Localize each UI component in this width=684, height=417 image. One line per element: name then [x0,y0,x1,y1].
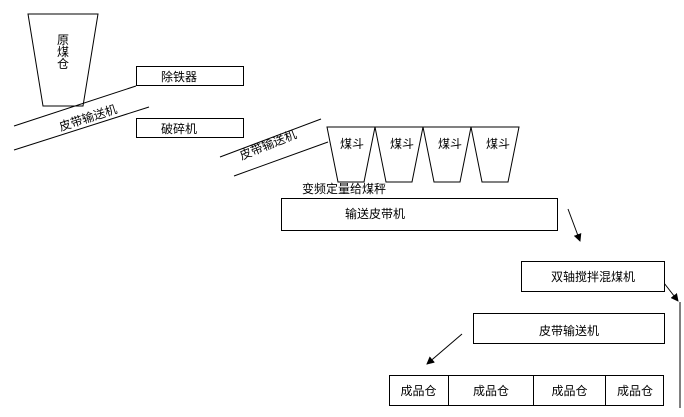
product-bin-cell-2: 成品仓 [448,375,533,406]
product-bin-label-1: 成品仓 [400,384,437,398]
transport-belt-box: 输送皮带机 [281,198,558,231]
crusher-box: 破碎机 [136,118,244,138]
belt-conveyor-3-label: 皮带输送机 [538,324,599,338]
belt-conveyor-3-box: 皮带输送机 [473,313,665,344]
raw-coal-bin-shape [27,13,99,107]
flow-arrow-2 [663,282,679,302]
mixer-label: 双轴搅拌混煤机 [550,270,635,284]
coal-hopper-label-4: 煤斗 [486,137,511,151]
coal-hopper-label-1: 煤斗 [340,137,365,151]
product-bin-label-4: 成品仓 [616,384,653,398]
product-bin-cell-4: 成品仓 [605,375,664,406]
raw-coal-bin-char: 原 [56,33,69,47]
raw-coal-bin-char: 煤 [56,45,69,59]
iron-remover-box: 除铁器 [136,66,244,86]
raw-coal-bin-label: 原 煤 仓 [56,34,70,70]
coal-hopper-label-3: 煤斗 [438,137,463,151]
transport-belt-label: 输送皮带机 [345,207,406,221]
flow-arrow-1 [567,208,582,242]
flow-arrow-3 [426,333,463,365]
product-bin-cell-3: 成品仓 [533,375,605,406]
vf-belt-scale-label: 变频定量给煤秤 [302,182,387,196]
product-bin-label-3: 成品仓 [551,384,588,398]
iron-remover-label: 除铁器 [161,69,198,84]
coal-hopper-label-2: 煤斗 [390,137,415,151]
coal-hopper-shape-4 [470,126,520,183]
belt-conveyor-1-top-line [13,85,137,127]
coal-hopper-shape-2 [374,126,424,183]
crusher-label: 破碎机 [161,121,198,136]
coal-hopper-shape-1 [326,126,376,183]
raw-coal-bin-char: 仓 [56,57,69,71]
product-bins-row [389,375,664,406]
belt-conveyor-2-bottom-line [233,141,329,177]
mixer-box: 双轴搅拌混煤机 [521,261,665,292]
belt-conveyor-2-top-line [219,118,322,158]
product-bin-label-2: 成品仓 [472,384,509,398]
coal-hopper-shape-3 [422,126,472,183]
belt-conveyor-1-bottom-line [13,106,150,151]
product-bin-cell-1: 成品仓 [389,375,448,406]
